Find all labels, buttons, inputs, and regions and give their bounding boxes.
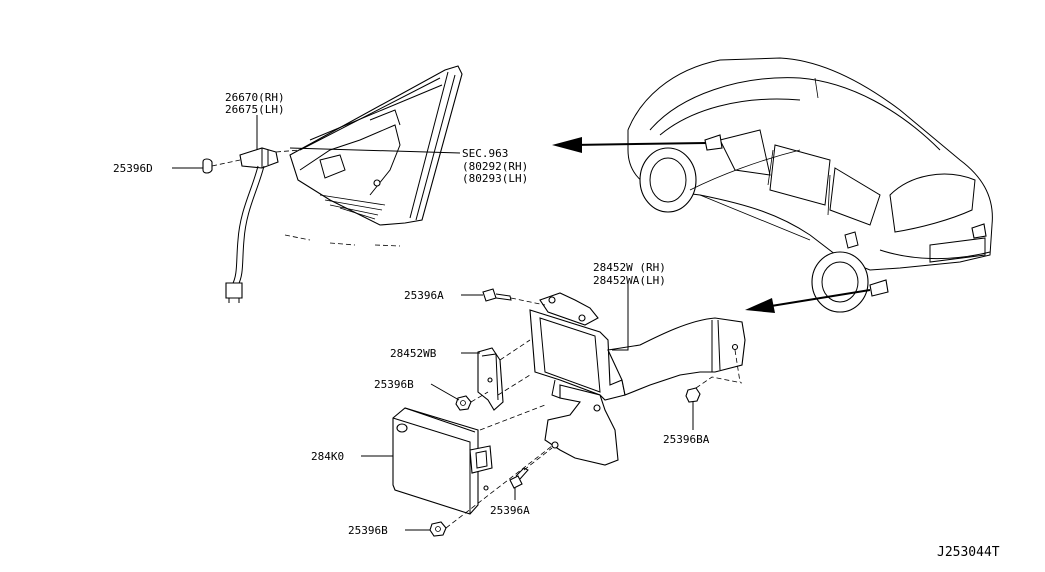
label-80293: (80293(LH) xyxy=(462,172,528,185)
label-25396a-bot: 25396A xyxy=(490,504,530,517)
label-25396a-top: 25396A xyxy=(404,289,444,302)
module-284k0 xyxy=(392,407,493,515)
alignment-lines xyxy=(445,297,743,529)
diagram-code: J253044T xyxy=(937,545,1000,560)
label-28452w: 28452W (RH) xyxy=(593,261,666,274)
label-284k0: 284K0 xyxy=(311,450,344,463)
lamp-socket-harness xyxy=(225,147,301,303)
bracket-28452wb xyxy=(477,347,504,411)
label-25396d: 25396D xyxy=(113,162,153,175)
label-sec963: SEC.963 xyxy=(462,147,508,160)
label-28452wb: 28452WB xyxy=(390,347,437,360)
bracket-28452w xyxy=(529,292,746,466)
leader-lines xyxy=(172,115,694,531)
label-25396b-mid: 25396B xyxy=(374,378,414,391)
label-25396b-bot: 25396B xyxy=(348,524,388,537)
label-26670: 26670(RH) xyxy=(225,91,285,104)
bolt-25396d xyxy=(202,158,241,174)
part-labels: 26670(RH) 26675(LH) 25396D SEC.963 (8029… xyxy=(113,91,1000,560)
label-80292: (80292(RH) xyxy=(462,160,528,173)
fasteners xyxy=(429,288,701,537)
label-25396ba: 25396BA xyxy=(663,433,710,446)
location-arrows xyxy=(552,137,871,313)
label-28452wa: 28452WA(LH) xyxy=(593,274,666,287)
vehicle-illustration xyxy=(627,57,993,313)
label-26675: 26675(LH) xyxy=(225,103,285,116)
mirror-lamp-assembly xyxy=(284,65,463,247)
